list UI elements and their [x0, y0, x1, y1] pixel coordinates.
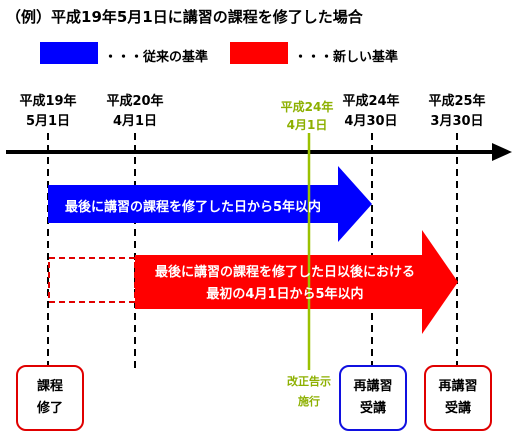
renewal-box-new: 再講習 受講 — [424, 365, 492, 431]
box-line2: 修了 — [36, 401, 63, 416]
enforcement-note-line1: 改正告示 — [287, 375, 331, 388]
legend-label-new: ・・・新しい基準 — [294, 50, 399, 65]
blue-arrow — [48, 166, 372, 242]
date-day: 3月30日 — [430, 114, 484, 129]
date-label-h24-0401: 平成24年 4月1日 — [262, 98, 352, 134]
date-label-h19-0501: 平成19年 5月1日 — [3, 92, 93, 132]
box-line1: 課程 — [36, 379, 63, 394]
date-year: 平成25年 — [428, 94, 486, 109]
date-year: 平成20年 — [106, 94, 164, 109]
legend-swatch-new — [230, 42, 288, 64]
date-year: 平成24年 — [280, 100, 334, 114]
date-year: 平成19年 — [19, 94, 77, 109]
red-arrow-text-line1: 最後に講習の課程を修了した日以後における — [154, 265, 415, 280]
blue-arrow-text: 最後に講習の課程を修了した日から5年以内 — [64, 200, 322, 215]
date-year: 平成24年 — [342, 94, 400, 109]
box-line1: 再講習 — [438, 379, 478, 394]
box-line1: 再講習 — [353, 379, 393, 394]
legend-label-old: ・・・従来の基準 — [104, 50, 209, 65]
date-day: 4月1日 — [112, 114, 158, 129]
date-day: 4月30日 — [344, 114, 398, 129]
date-label-h24-0430: 平成24年 4月30日 — [326, 92, 416, 132]
date-label-h20-0401: 平成20年 4月1日 — [90, 92, 180, 132]
box-line2: 受講 — [444, 401, 471, 416]
red-arrow-text-line2: 最初の4月1日から5年以内 — [206, 287, 364, 302]
box-line2: 受講 — [359, 401, 386, 416]
renewal-box-old: 再講習 受講 — [339, 365, 407, 431]
enforcement-note-line2: 施行 — [298, 395, 320, 408]
date-day: 5月1日 — [25, 114, 71, 129]
red-dashed-box — [48, 257, 136, 303]
page-title: （例）平成19年5月1日に講習の課程を修了した場合 — [6, 8, 363, 26]
red-arrow-text: 最後に講習の課程を修了した日以後における 最初の4月1日から5年以内 — [135, 262, 435, 306]
legend-swatch-old — [40, 42, 98, 64]
red-arrow — [135, 230, 458, 334]
enforcement-note: 改正告示 施行 — [274, 372, 344, 412]
date-label-h25-0330: 平成25年 3月30日 — [412, 92, 502, 132]
date-day: 4月1日 — [286, 118, 328, 132]
timeline-arrowhead — [492, 143, 512, 161]
course-completed-box: 課程 修了 — [16, 365, 84, 431]
